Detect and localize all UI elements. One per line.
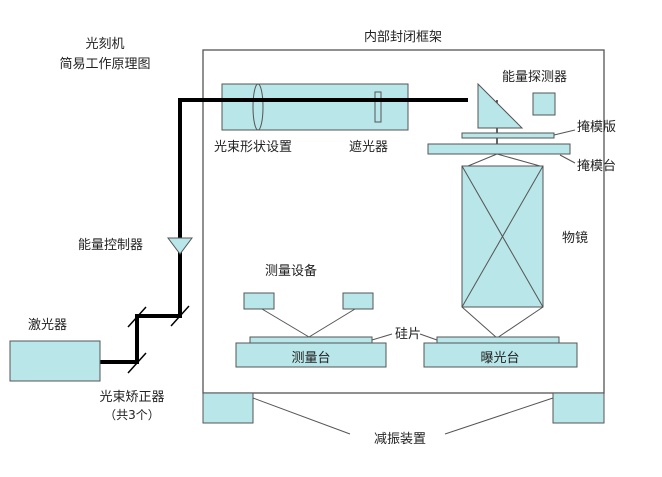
mask-leader [553, 129, 576, 136]
shutter-plate [374, 91, 382, 123]
energy-detector-label: 能量探测器 [502, 70, 567, 85]
damper-left [202, 392, 254, 424]
laser-box [9, 340, 101, 382]
wafer-on-exposure-stage [436, 336, 560, 344]
beam-splitter-prism [477, 82, 524, 129]
beam-corrector-mirror-2 [127, 306, 147, 328]
exposure-stage-box [423, 342, 578, 368]
measurement-stage-box [235, 342, 387, 368]
enclosure-label: 内部封闭框架 [364, 29, 442, 45]
shaping-lens [252, 83, 264, 131]
wafer-on-measurement-stage [249, 336, 373, 344]
energy-controller-label: 能量控制器 [78, 238, 143, 253]
wafer-label: 硅片 [395, 327, 421, 342]
wafer-leader-right [419, 333, 438, 341]
objective-lens-label: 物镜 [562, 231, 588, 246]
title-line1: 光刻机 [85, 37, 124, 52]
mask-stage-plate [427, 143, 571, 155]
wafer-leader-left [371, 333, 393, 341]
objective-input-ray-right [496, 153, 541, 167]
damper-right [552, 392, 605, 424]
vibration-damping-label: 减振装置 [374, 432, 426, 447]
damping-leader-left [252, 397, 351, 435]
objective-input-ray-left [467, 153, 498, 167]
title-line2: 简易工作原理图 [59, 56, 150, 72]
measurement-equipment-label: 测量设备 [265, 263, 317, 279]
beam-corrector-label-line1: 光束矫正器 [99, 390, 164, 405]
energy-controller-icon [167, 237, 193, 255]
measurement-ray-left [261, 308, 310, 338]
measurement-sensor-left [243, 292, 275, 310]
measurement-stage-label: 测量台 [291, 351, 330, 366]
objective-cross-2 [461, 165, 544, 308]
measurement-ray-right [308, 308, 356, 338]
objective-output-ray-left [461, 306, 498, 339]
mask-plate [461, 132, 555, 139]
energy-detector-box [532, 92, 556, 116]
beam-corrector-mirror-1 [127, 352, 147, 374]
laser-beam [100, 98, 468, 364]
laser-label: 激光器 [28, 318, 67, 333]
shutter-label: 遮光器 [349, 139, 388, 155]
mask-stage-label: 掩模台 [577, 159, 616, 174]
damping-leader-right [444, 397, 554, 435]
mask-label: 掩模版 [577, 120, 616, 135]
mask-stage-leader [559, 154, 576, 164]
beam-shaping-label: 光束形状设置 [214, 140, 292, 155]
beam-corrector-label-line2: （共3个） [104, 408, 160, 422]
exposure-stage-label: 曝光台 [480, 351, 519, 366]
objective-output-ray-right [496, 306, 544, 339]
measurement-sensor-right [342, 292, 374, 310]
beam-corrector-mirror-3 [170, 305, 190, 327]
